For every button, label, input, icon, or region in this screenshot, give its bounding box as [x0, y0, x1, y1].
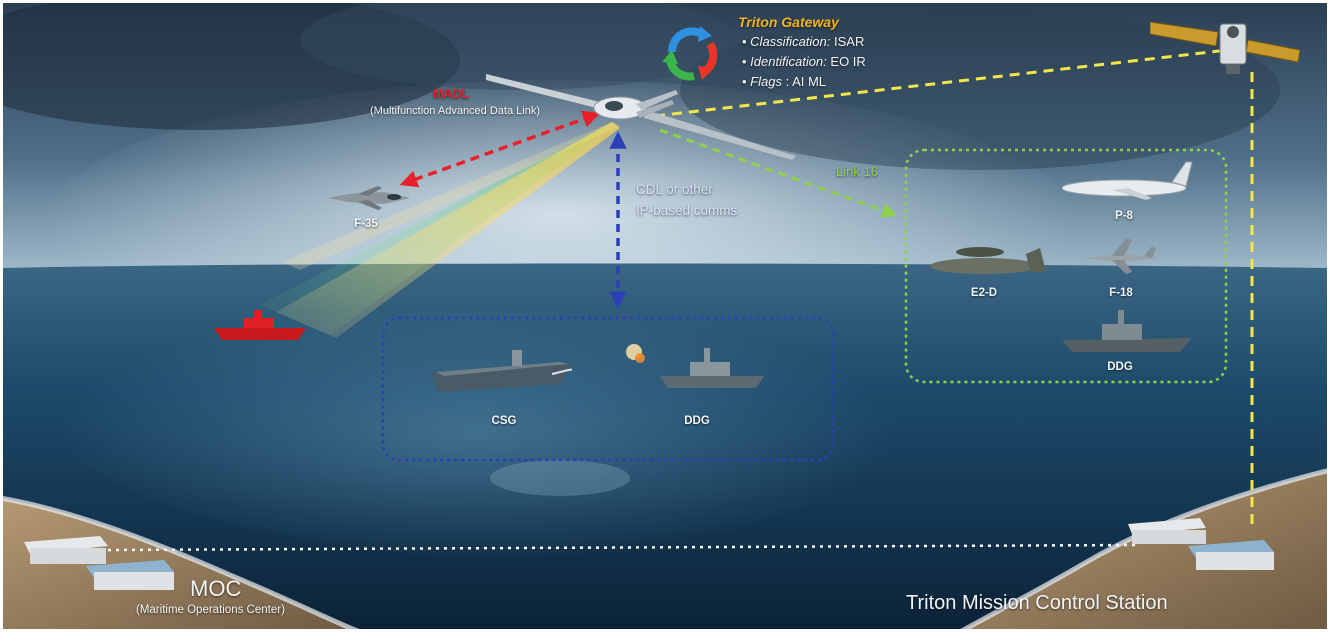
csg-label: CSG [491, 415, 517, 427]
cdl-label-line2: IP-based comms [636, 203, 738, 218]
moc-title: MOC [190, 576, 242, 601]
f35-aircraft-icon [328, 186, 410, 210]
gateway-item-value: : AI ML [781, 74, 827, 89]
gateway-item-key: Identification: [750, 54, 827, 69]
ddg-right-label: DDG [1107, 361, 1133, 373]
gateway-item-classification: • Classification: ISAR [742, 34, 865, 49]
f18-aircraft-icon [1082, 238, 1162, 274]
moc-buildings-icon [24, 536, 174, 590]
satellite-icon [1150, 21, 1300, 74]
moc-tmcs-link-line [107, 543, 1136, 552]
gateway-item-key: Classification: [750, 34, 831, 49]
gateway-item-value: ISAR [830, 34, 865, 49]
link16-line [659, 128, 898, 218]
e2d-aircraft-icon [930, 247, 1046, 274]
link16-label: Link 16 [836, 164, 878, 179]
link16-group-box [904, 148, 1228, 384]
f35-label: F-35 [354, 218, 378, 230]
ddg-right-ship-icon [1062, 310, 1192, 352]
p8-label: P-8 [1115, 210, 1133, 222]
red-ship-icon [214, 310, 306, 340]
p8-aircraft-icon [1062, 161, 1193, 200]
ddg-center-ship-icon [626, 344, 764, 388]
gateway-item-flags: • Flags : AI ML [742, 74, 827, 89]
triton-gateway-title: Triton Gateway [738, 14, 839, 30]
f18-label: F-18 [1109, 287, 1133, 299]
tmcs-title: Triton Mission Control Station [906, 592, 1168, 614]
madl-link-line [399, 110, 601, 188]
e2d-label: E2-D [970, 287, 998, 299]
madl-title: MADL [433, 87, 470, 101]
ddg-center-label: DDG [684, 415, 710, 427]
gateway-item-value: EO IR [826, 54, 866, 69]
cdl-label-line1: CDL or other [636, 182, 713, 197]
csg-carrier-icon [432, 350, 572, 392]
gateway-item-key: Flags [750, 74, 782, 89]
cycle-arrows-icon [662, 26, 718, 81]
satellite-uplink-line [654, 48, 1229, 118]
csg-group-box [381, 316, 835, 462]
madl-subtitle: (Multifunction Advanced Data Link) [370, 105, 540, 117]
triton-uav-icon [486, 74, 796, 160]
gateway-item-identification: • Identification: EO IR [742, 54, 866, 69]
moc-subtitle: (Maritime Operations Center) [136, 604, 285, 616]
tmcs-buildings-icon [1128, 518, 1274, 570]
